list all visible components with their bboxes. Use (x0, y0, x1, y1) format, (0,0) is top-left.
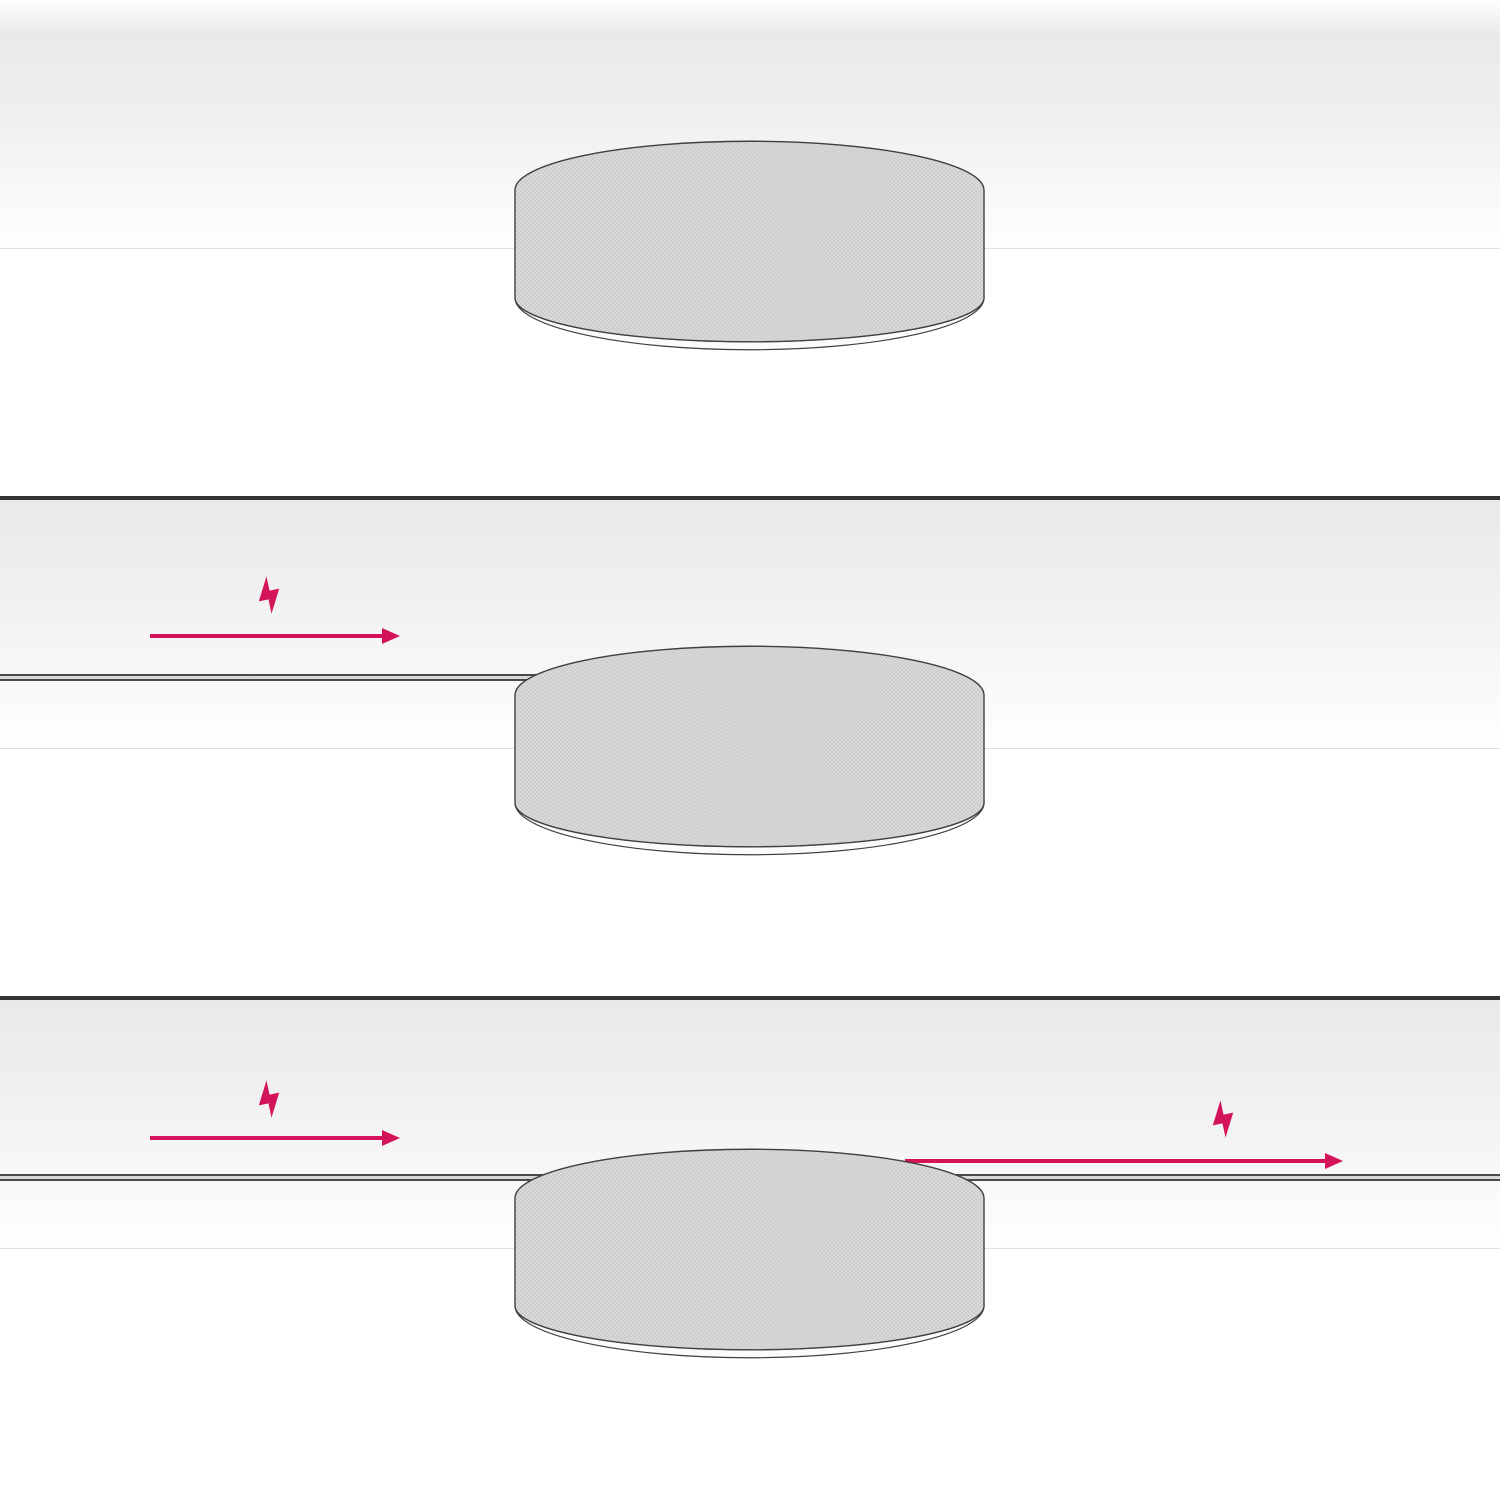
flow-direction-arrow-right (905, 1153, 1343, 1169)
panel-lamp-cable-in (0, 500, 1500, 996)
lampshade-body (514, 1148, 985, 1351)
panel-lamp-cable-through (0, 1000, 1500, 1500)
power-lightning-icon (258, 1080, 280, 1118)
power-cable-left (0, 674, 760, 681)
drum-lampshade (514, 1148, 985, 1359)
panel-divider (0, 496, 1500, 500)
panel-lamp-no-cable (0, 0, 1500, 496)
flow-direction-arrow-right (150, 1130, 400, 1146)
lampshade-body (514, 140, 985, 343)
power-lightning-icon (1212, 1100, 1234, 1138)
lampshade-body (514, 645, 985, 848)
drum-lampshade (514, 140, 985, 351)
drum-lampshade (514, 645, 985, 856)
panel-divider (0, 996, 1500, 1000)
power-lightning-icon (258, 576, 280, 614)
flow-direction-arrow-right (150, 628, 400, 644)
